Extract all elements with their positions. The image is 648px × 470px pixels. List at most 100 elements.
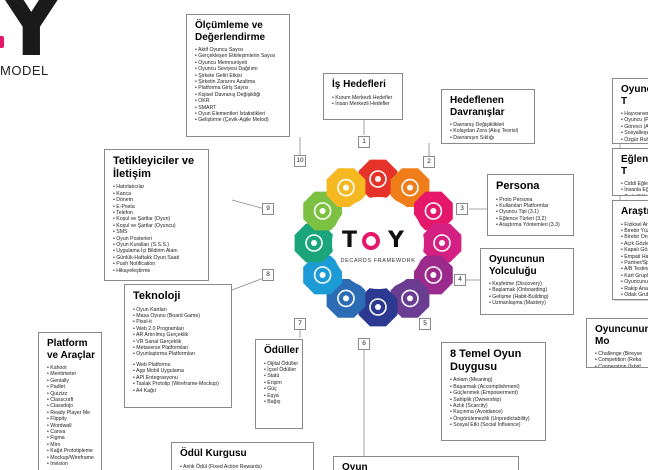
list-item: Classdojo — [47, 403, 95, 409]
list-item: Kişisel Davranış Değişikliği — [195, 92, 283, 98]
list-item: Oyuncu Memnuniyeti — [195, 60, 283, 66]
list-item: Şirketin Zararını Azaltma — [195, 79, 283, 85]
box-title: Araştırm — [621, 206, 648, 217]
list-item: Sosyalleşe — [621, 130, 648, 136]
list-item: Sosyal Etki (Social Influence) — [450, 422, 539, 428]
box-olcumleme: Ölçümleme ve Değerlendirme Aktif Oyuncu … — [186, 14, 290, 137]
chart-icon — [305, 234, 323, 252]
list-item: Görevci (A — [621, 124, 648, 130]
wheel-segment — [390, 279, 430, 318]
box-yolculugu: Oyuncunun Yolculuğu Keşfetme (Discovery)… — [480, 248, 574, 315]
wheel-segment — [414, 191, 453, 231]
list-item: Zorlu Eğlen — [621, 194, 648, 195]
wheel-segment — [358, 159, 398, 199]
list-item: Erişim — [264, 380, 296, 386]
list-item: Canva — [47, 429, 95, 435]
lotus-icon — [424, 266, 443, 284]
list-item: Kart Grupl — [621, 273, 648, 279]
list-item: Oyuncunun — [621, 279, 648, 285]
briefcase-icon — [369, 170, 387, 188]
box-title: Oyun — [342, 462, 368, 470]
box-tetikleyiciler: Tetikleyiciler ve İletişim Hatırlatıcıla… — [104, 149, 209, 281]
hub-letter-y: Y — [388, 228, 404, 253]
wheel-segment — [303, 191, 342, 231]
list-item: API Entegrasyonu — [133, 375, 225, 381]
maze-icon — [433, 234, 451, 252]
list-item: Özgür Ruh — [621, 137, 648, 143]
logo-tagline: MODEL — [0, 63, 49, 78]
wifi-icon — [313, 266, 332, 284]
list-item: Kapalı Göz — [621, 247, 648, 253]
list-item: Koşul ve Şartlar (Oyuncu) — [113, 223, 202, 229]
badge-2: 2 — [423, 156, 435, 168]
list-item: Hikayeleştirme — [113, 268, 202, 274]
list-item: Telefon — [113, 210, 202, 216]
box-title: Eğlence T — [621, 154, 648, 177]
list-item: Keşfetme (Discovery) — [489, 281, 567, 287]
badge-6: 6 — [358, 338, 370, 350]
box-title: Hedeflenen Davranışlar — [450, 95, 505, 118]
list-item: Oyuncu Seviyesi Dağılımı — [195, 66, 283, 72]
box-title: Ödüller — [264, 345, 300, 356]
list-item: Miro — [47, 442, 95, 448]
list-item: Ready Player Me — [47, 410, 95, 416]
wheel-segment — [326, 168, 366, 207]
list-item: Figma — [47, 435, 95, 441]
list-item: Taslak Prototip (Wireframe-Mockup) — [133, 381, 225, 387]
list-item: Eğlence Türleri (3.2) — [496, 216, 567, 222]
list-item: Azlık (Scarcity) — [450, 403, 539, 409]
badge-8: 8 — [262, 269, 274, 281]
box-title: Ölçümleme ve Değerlendirme — [195, 20, 266, 43]
helmet-icon — [337, 289, 355, 308]
list-item: İçsel Ödüller — [264, 367, 296, 373]
list-item: Uygulama İçi Bildirim Alanı — [113, 248, 202, 254]
list-item: Classcraft — [47, 397, 95, 403]
box-teknoloji: Teknoloji Oyun KartlarıMasa Oyunu (Board… — [124, 284, 232, 408]
box-temel: 8 Temel Oyun Duygusu Anlam (Meaning)Başa… — [441, 342, 546, 441]
list-item: Quizizz — [47, 391, 95, 397]
logo-letter: Y — [0, 0, 65, 77]
wheel-segment — [422, 223, 462, 263]
list-item: Web Platformu — [133, 362, 225, 368]
box-hedeflenen: Hedeflenen Davranışlar Davranış Değişikl… — [441, 89, 535, 144]
box-title: Teknoloji — [133, 290, 181, 302]
box-title: 8 Temel Oyun Duygusu — [450, 348, 522, 373]
list-item: Gelişme (Habit-Building) — [489, 294, 567, 300]
list-item: SMS — [113, 229, 202, 235]
list-item: Oyuncu Tipi (3.1) — [496, 209, 567, 215]
box-eglence: Eğlence T Ciddi Eğlenİnsanla EğlZorlu Eğ… — [612, 148, 648, 196]
box-title: Persona — [496, 180, 540, 192]
list-item: Metaverse Platformları — [133, 345, 225, 351]
box-oyuncu-mo: Oyuncunun Mo Challenge (BireyseCompetiti… — [586, 318, 648, 368]
list-item: Şirkete Geliri Etkisi — [195, 73, 283, 79]
dice-icon — [401, 289, 419, 308]
list-item: Rakip Anal — [621, 286, 648, 292]
list-item: Kanca — [113, 191, 202, 197]
list-item: AR Artırılmış Gerçeklik — [133, 332, 225, 338]
wheel-segment — [294, 223, 334, 263]
list-item: Uzmanlaşma (Mastery) — [489, 300, 567, 306]
box-title: Platform ve Araçlar — [47, 338, 95, 361]
list-item: Öngörülemezlik (Unpredictability) — [450, 416, 539, 422]
list-item: Invision — [47, 461, 95, 467]
list-item: Padlet — [47, 384, 95, 390]
list-item: Eşya — [264, 393, 296, 399]
list-item: Mockup/Wireframe — [47, 455, 95, 461]
list-item: Hatırlatıcılar — [113, 184, 202, 190]
list-item: Fiziksel Arı — [621, 222, 648, 228]
box-arastirma: Araştırm Fiziksel ArıBirebir YüzBirebir … — [612, 200, 648, 300]
box-odul-kurgusu: Ödül Kurgusu Anlık Ödül (Fixed Action Re… — [171, 442, 314, 470]
megaphone-icon — [313, 202, 332, 220]
list-item: Odak Grub — [621, 292, 648, 298]
badge-9: 9 — [262, 203, 274, 215]
hub-letter-o — [362, 232, 380, 250]
badge-4: 4 — [454, 274, 466, 286]
list-item: İnsanla Eğl — [621, 187, 648, 193]
list-item: Oyuncu (P — [621, 117, 648, 123]
list-item: Anlam (Meaning) — [450, 377, 539, 383]
box-title: Tetikleyiciler ve İletişim — [113, 155, 195, 180]
list-item: Genially — [47, 378, 95, 384]
list-item: VR Sanal Gerçeklik — [133, 339, 225, 345]
box-is-hedefleri: İş Hedefleri Kurum Merkezli Hedeflerİnsa… — [323, 73, 403, 120]
